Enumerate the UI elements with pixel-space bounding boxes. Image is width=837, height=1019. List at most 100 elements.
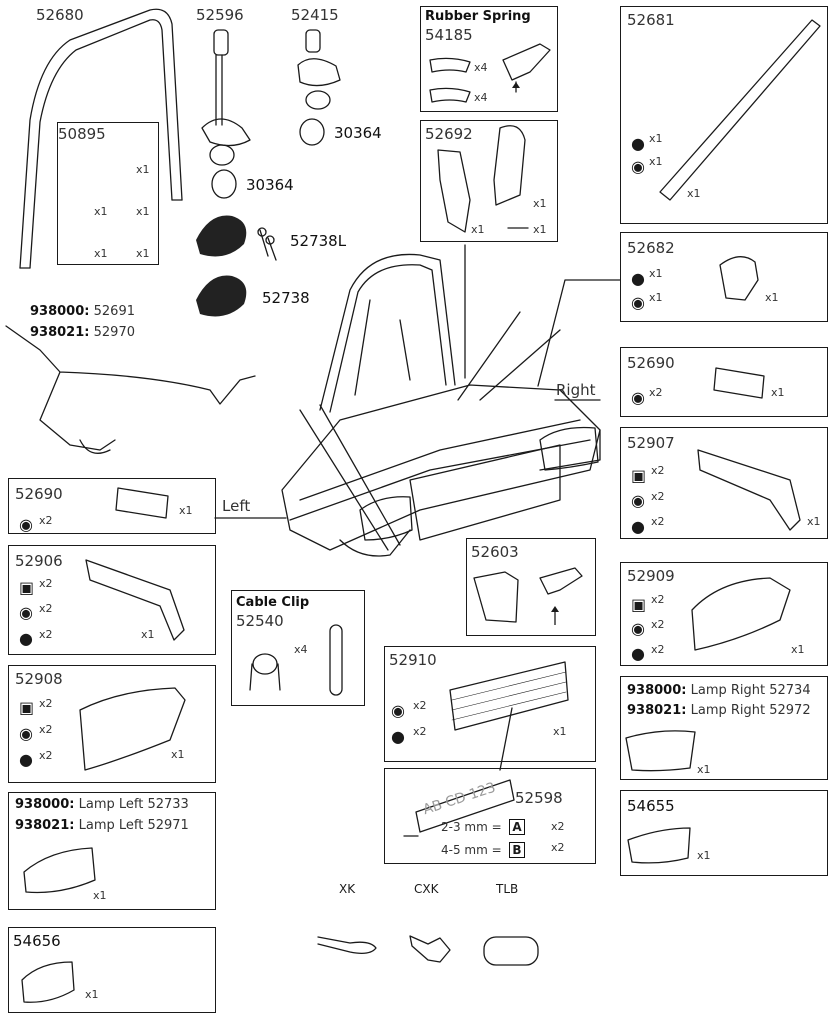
qty-label: x1: [649, 291, 663, 304]
qty-label: x1: [179, 504, 193, 517]
carrier-drawing: [281, 253, 601, 557]
qty-label: x2: [651, 464, 665, 477]
box-52906: 52906 ▣ x2 ◉ x2 ● x2 x1: [8, 545, 216, 655]
license-plate-text: AB CD 123: [421, 779, 498, 819]
spacer-size-label: 4-5 mm =: [441, 843, 502, 857]
box-52540-number: 52540: [236, 612, 284, 630]
qty-label: x2: [39, 602, 53, 615]
part-52738-label: 52738: [262, 289, 310, 307]
nut-icon: ▣: [631, 466, 647, 485]
qty-label: x1: [765, 291, 779, 304]
box-52909: 52909 ▣ x2 ◉ x2 ● x2 x1: [620, 562, 828, 666]
box-52908-number: 52908: [15, 670, 63, 688]
box-title: Cable Clip: [236, 595, 310, 610]
qty-label: x1: [94, 205, 108, 218]
qty-label: x1: [136, 205, 150, 218]
qty-label: x4: [474, 91, 488, 104]
box-cable-clip: Cable Clip 52540 x4: [231, 590, 365, 706]
model-code: 938021:: [15, 818, 75, 833]
qty-label: x1: [791, 643, 805, 656]
box-52910: 52910 ◉ x2 ● x2 x1: [384, 646, 596, 762]
part-52415-label: 52415: [291, 6, 339, 24]
qty-label: x1: [136, 163, 150, 176]
box-52907-number: 52907: [627, 434, 675, 452]
model-code: 938021:: [30, 325, 90, 340]
short-arm-drawing: [297, 29, 341, 110]
qty-label: x2: [649, 386, 663, 399]
hoop-frame-drawing: [19, 8, 183, 269]
screw-icon: ●: [391, 727, 405, 746]
bolt-icon: ◉: [631, 619, 645, 638]
bolt-icon: ◉: [631, 388, 645, 407]
cable-drawing: [5, 325, 256, 454]
box-title: Rubber Spring: [425, 9, 531, 24]
model-code: 938000:: [15, 797, 75, 812]
model-code: 938000:: [30, 304, 90, 319]
side-left-label: Left: [222, 497, 251, 515]
knob-52738-drawing: [196, 275, 247, 317]
part-30364b-label: 30364: [334, 124, 382, 142]
box-rubber-spring: Rubber Spring 54185 x4 x4: [420, 6, 558, 112]
qty-label: x4: [294, 643, 308, 656]
qty-label: x2: [39, 697, 53, 710]
box-lamp-right: 938000: Lamp Right 52734 938021: Lamp Ri…: [620, 676, 828, 780]
box-52603-number: 52603: [471, 543, 519, 561]
box-52907: 52907 ▣ x2 ◉ x2 ● x2 x1: [620, 427, 828, 539]
qty-label: x4: [474, 61, 488, 74]
bolt-icon: ◉: [19, 724, 33, 743]
qty-label: x2: [551, 820, 565, 833]
qty-label: x2: [39, 577, 53, 590]
qty-label: x1: [94, 247, 108, 260]
qty-label: x1: [553, 725, 567, 738]
screw-icon: ●: [631, 269, 645, 288]
box-52598-number: 52598: [515, 789, 563, 807]
qty-label: x1: [687, 187, 701, 200]
screw-icon: ●: [19, 629, 33, 648]
box-52690-right: 52690 ◉ x2 x1: [620, 347, 828, 417]
qty-label: x1: [136, 247, 150, 260]
box-52603: 52603: [466, 538, 596, 636]
box-50895-number: 50895: [58, 125, 106, 143]
box-52681: 52681 ● x1 ◉ x1 x1: [620, 6, 828, 224]
screw-icon: ●: [631, 517, 645, 536]
box-52908: 52908 ▣ x2 ◉ x2 ● x2 x1: [8, 665, 216, 783]
nut-icon: ▣: [631, 595, 647, 614]
qty-label: x2: [651, 593, 665, 606]
box-52909-number: 52909: [627, 567, 675, 585]
qty-label: x1: [85, 988, 99, 1001]
box-52690-number: 52690: [627, 354, 675, 372]
qty-label: x2: [651, 643, 665, 656]
box-54655: 54655 x1: [620, 790, 828, 876]
screw-icon: ●: [631, 134, 645, 153]
qty-label: x1: [93, 889, 107, 902]
box-52598: 52598 AB CD 123 2-3 mm = A x2 4-5 mm = B…: [384, 768, 596, 864]
qty-label: x2: [651, 515, 665, 528]
box-54655-number: 54655: [627, 797, 675, 815]
key-tlb-label: TLB: [496, 882, 519, 896]
qty-label: x1: [171, 748, 185, 761]
box-lamp-left: 938000: Lamp Left 52733 938021: Lamp Lef…: [8, 792, 216, 910]
bolt-icon: ◉: [631, 293, 645, 312]
qty-label: x1: [771, 386, 785, 399]
box-52681-number: 52681: [627, 11, 675, 29]
qty-label: x1: [141, 628, 155, 641]
lamp-left-label: Lamp Left 52733: [78, 797, 189, 812]
box-54185-number: 54185: [425, 26, 473, 44]
qty-label: x1: [471, 223, 485, 236]
bolt-icon: ◉: [631, 157, 645, 176]
model-code: 938021:: [627, 703, 687, 718]
lamp-left-label: Lamp Left 52971: [78, 818, 189, 833]
bolt-icon: ◉: [19, 603, 33, 622]
part-30364a-label: 30364: [246, 176, 294, 194]
qty-label: x2: [39, 749, 53, 762]
qty-label: x2: [651, 618, 665, 631]
box-50895: 50895 x1 x1 x1 x1 x1: [57, 122, 159, 265]
qty-label: x1: [697, 763, 711, 776]
box-52910-number: 52910: [389, 651, 437, 669]
box-52690-number: 52690: [15, 485, 63, 503]
qty-label: x2: [551, 841, 565, 854]
box-54656-number: 54656: [13, 932, 61, 950]
box-52906-number: 52906: [15, 552, 63, 570]
box-52682: 52682 ● x1 ◉ x1 x1: [620, 232, 828, 322]
spacer-letter-b: B: [509, 842, 525, 858]
